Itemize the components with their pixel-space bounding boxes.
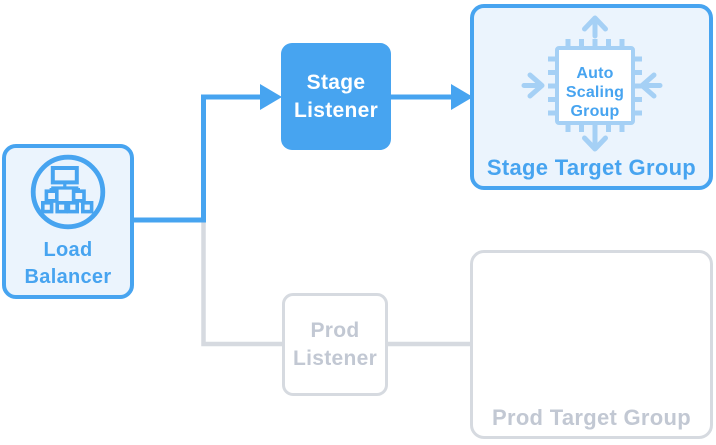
stage-listener-label: Stage Listener bbox=[293, 70, 379, 122]
stage-listener-node: Stage Listener bbox=[281, 43, 391, 150]
load-balancer-node: Load Balancer bbox=[2, 144, 134, 299]
chip-body bbox=[555, 46, 635, 125]
arrowhead-into-stage-listener bbox=[260, 84, 282, 110]
auto-scaling-group-label-line3: Group bbox=[571, 103, 620, 120]
scale-down-arrow bbox=[582, 128, 608, 152]
scale-in-right-arrow bbox=[639, 72, 663, 99]
connector-prod-branch bbox=[201, 221, 283, 347]
chip-pins bbox=[548, 39, 642, 132]
auto-scaling-group-chip-icon: Auto Scaling Group bbox=[521, 15, 663, 152]
load-balancer-icon bbox=[30, 154, 106, 230]
stage-target-group-node: Auto Scaling Group Stage Target Group bbox=[470, 4, 713, 190]
connector-lb-to-stage-branch bbox=[130, 94, 261, 223]
auto-scaling-group-label-line1: Auto bbox=[576, 65, 613, 82]
prod-listener-node: Prod Listener bbox=[282, 293, 388, 396]
prod-target-group-label: Prod Target Group bbox=[491, 405, 692, 430]
scale-up-arrow bbox=[582, 15, 608, 39]
scale-in-left-arrow bbox=[521, 72, 545, 99]
auto-scaling-group-label-line2: Scaling bbox=[566, 84, 624, 101]
prod-listener-label: Prod Listener bbox=[292, 318, 378, 370]
stage-target-group-label: Stage Target Group bbox=[486, 155, 697, 180]
load-balancer-label: Load Balancer bbox=[24, 239, 112, 288]
arrowhead-into-stage-target bbox=[451, 84, 473, 110]
prod-target-group-node: Prod Target Group bbox=[470, 250, 713, 439]
